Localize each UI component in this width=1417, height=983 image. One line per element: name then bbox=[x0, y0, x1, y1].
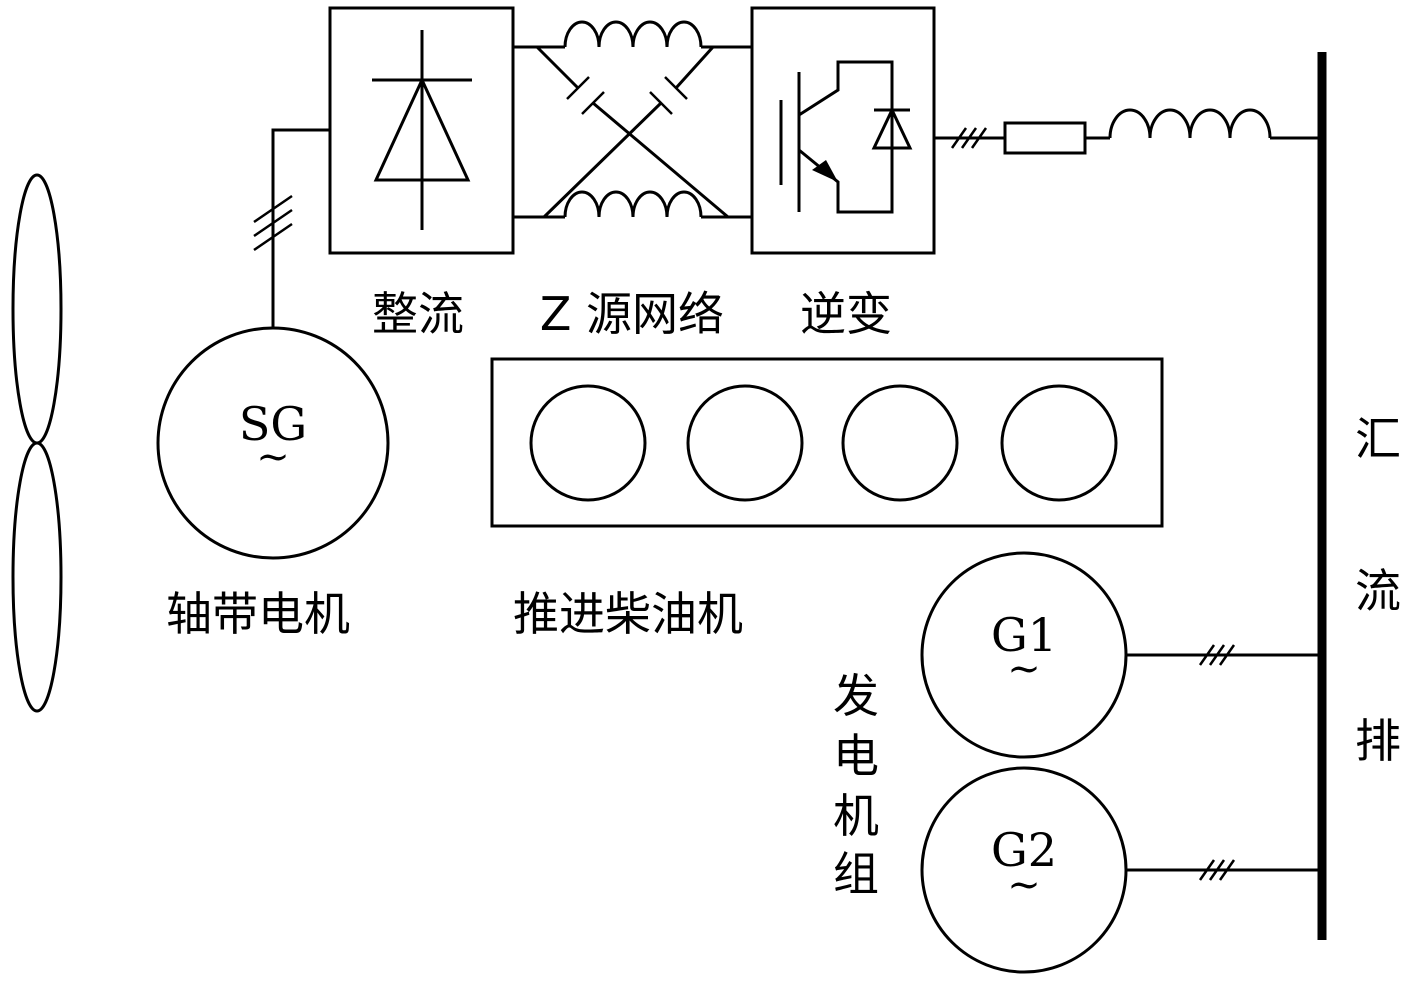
busbar-char: 汇 bbox=[1355, 412, 1401, 466]
busbar-char: 排 bbox=[1355, 714, 1401, 768]
z-source-network bbox=[513, 20, 752, 219]
g2-label: G2 bbox=[991, 823, 1057, 877]
propeller-icon bbox=[11, 173, 63, 713]
sg-tilde: ~ bbox=[256, 434, 290, 480]
inverter-label: 逆变 bbox=[800, 287, 892, 341]
g1-tilde: ~ bbox=[1007, 646, 1041, 692]
sg-to-rectifier-wire bbox=[253, 128, 330, 328]
propulsion-diesel-label: 推进柴油机 bbox=[513, 587, 743, 641]
rectifier-label: 整流 bbox=[372, 287, 464, 341]
generator-set-label: 发 电 机 组 bbox=[833, 669, 879, 901]
generator-set-char: 组 bbox=[833, 847, 879, 901]
z-source-label: Z 源网络 bbox=[540, 287, 724, 341]
propulsion-diesel-engine bbox=[490, 357, 1164, 528]
generator-set-char: 发 bbox=[833, 669, 879, 723]
shaft-generator-label: 轴带电机 bbox=[166, 587, 350, 641]
inverter-block bbox=[750, 6, 936, 255]
sg-label: SG bbox=[239, 397, 307, 451]
inverter-to-busbar-wire bbox=[934, 108, 1322, 155]
generator-g2: G2 ~ bbox=[920, 766, 1322, 974]
busbar-char: 流 bbox=[1355, 564, 1401, 618]
rectifier-block bbox=[328, 6, 515, 255]
g1-label: G1 bbox=[991, 608, 1057, 662]
generator-g1: G1 ~ bbox=[920, 551, 1322, 759]
generator-set-char: 机 bbox=[833, 789, 879, 843]
resistor bbox=[1003, 121, 1087, 155]
generator-set-char: 电 bbox=[833, 729, 879, 783]
busbar-label: 汇 流 排 bbox=[1355, 412, 1401, 768]
shaft-generator-sg: SG ~ bbox=[156, 326, 390, 560]
g2-tilde: ~ bbox=[1007, 862, 1041, 908]
